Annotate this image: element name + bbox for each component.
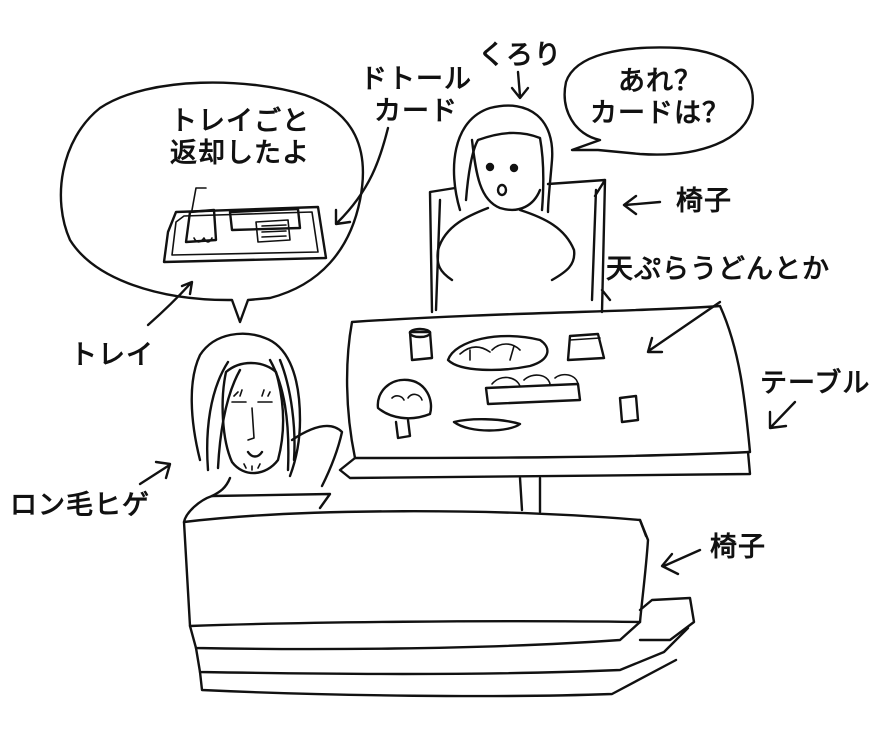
label-doutor-card-line2: カード [374, 96, 458, 127]
table [338, 304, 752, 514]
speech-left-text: トレイごと 返却したよ [150, 106, 330, 170]
tray-sketch [162, 187, 328, 264]
label-doutor-card-line1: ドトール [360, 64, 472, 95]
speech-left-line1: トレイごと [170, 106, 310, 137]
longhair-beard-figure [190, 332, 344, 498]
tray-arrow [146, 280, 194, 327]
chair-bottom-arrow [660, 548, 702, 576]
back-chair [428, 178, 612, 314]
chair-top-arrow [622, 194, 662, 216]
label-doutor-card: ドトール カード [356, 64, 476, 128]
longhair-arrow [138, 460, 172, 486]
kurori-figure [436, 104, 576, 282]
label-kurori: くろり [478, 40, 562, 71]
front-bench [182, 492, 696, 698]
label-tray: トレイ [70, 340, 154, 371]
speech-right-line2: カードは？ [590, 98, 730, 129]
speech-left-line2: 返却したよ [170, 138, 310, 169]
label-table: テーブル [760, 368, 871, 399]
speech-right-line1: あれ？ [618, 66, 702, 97]
table-arrow [768, 400, 797, 430]
food-arrow [646, 300, 722, 354]
speech-right-text: あれ？ カードは？ [580, 66, 740, 130]
kurori-arrow [510, 70, 530, 100]
label-chair-top: 椅子 [676, 186, 732, 217]
right-speech-bubble [563, 46, 754, 156]
left-speech-bubble [59, 81, 365, 324]
card-arrow [334, 126, 390, 226]
label-longhair-beard: ロン毛ヒゲ [10, 490, 150, 521]
label-food: 天ぷらうどんとか [606, 254, 830, 285]
label-chair-bottom: 椅子 [710, 532, 766, 563]
table-food [376, 327, 640, 440]
